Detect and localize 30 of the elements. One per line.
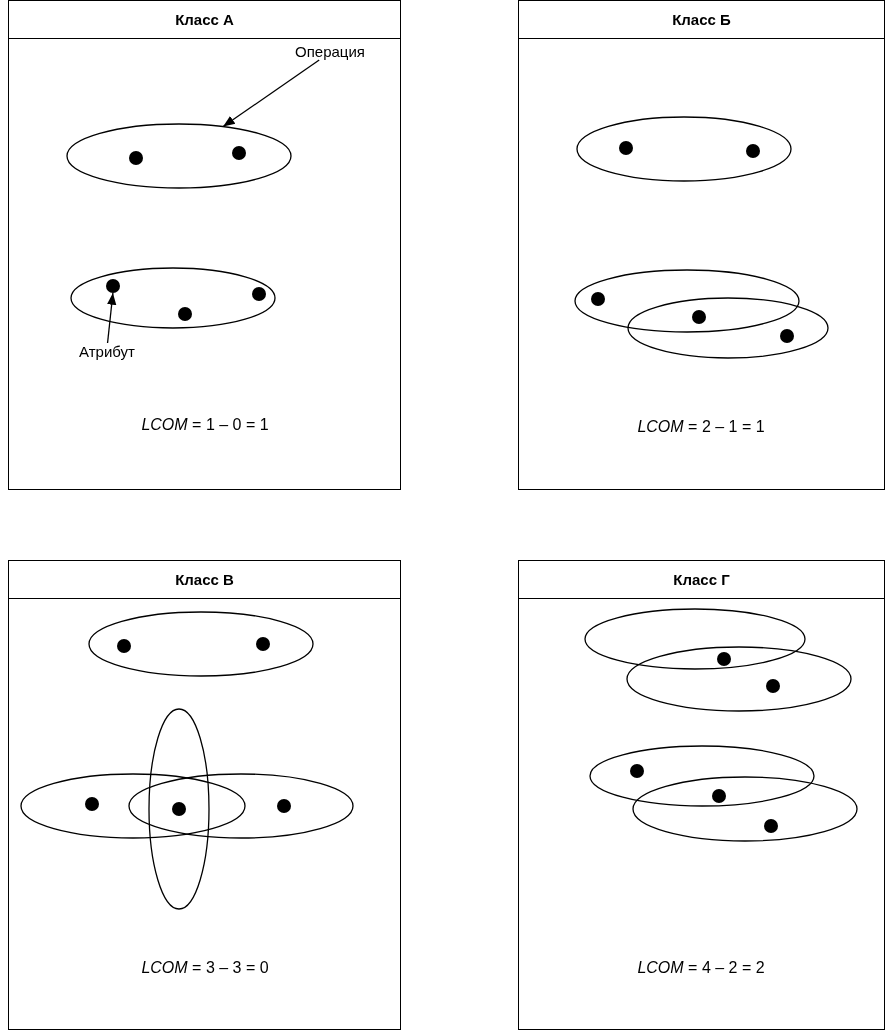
callout-label: Операция: [295, 43, 365, 60]
formula: LCOM = 3 – 3 = 0: [141, 959, 269, 977]
operation-ellipse: [590, 746, 814, 806]
class-panel: [518, 560, 885, 1030]
operation-ellipse: [21, 774, 245, 838]
operation-ellipse: [575, 270, 799, 332]
operation-ellipse: [71, 268, 275, 328]
class-panel: [518, 0, 885, 490]
operation-ellipse: [67, 124, 291, 188]
operation-ellipse: [633, 777, 857, 841]
panel-header: Класс В: [9, 561, 400, 599]
callout-label: Атрибут: [79, 343, 135, 360]
leader-line: [222, 59, 320, 128]
panel-header: Класс А: [9, 1, 400, 39]
attribute-dot: [106, 279, 120, 293]
operation-ellipse: [89, 612, 313, 676]
operation-ellipse: [129, 774, 353, 838]
operation-ellipse: [149, 709, 209, 909]
leader-line: [106, 292, 117, 344]
class-panel: [8, 560, 401, 1030]
operation-ellipse: [628, 298, 828, 358]
operation-ellipse: [627, 647, 851, 711]
operation-ellipse: [585, 609, 805, 669]
formula: LCOM = 4 – 2 = 2: [637, 959, 765, 977]
class-panel: [8, 0, 401, 490]
operation-ellipse: [577, 117, 791, 181]
formula: LCOM = 1 – 0 = 1: [141, 416, 269, 434]
panel-header: Класс Б: [519, 1, 884, 39]
formula: LCOM = 2 – 1 = 1: [637, 418, 765, 436]
panel-header: Класс Г: [519, 561, 884, 599]
